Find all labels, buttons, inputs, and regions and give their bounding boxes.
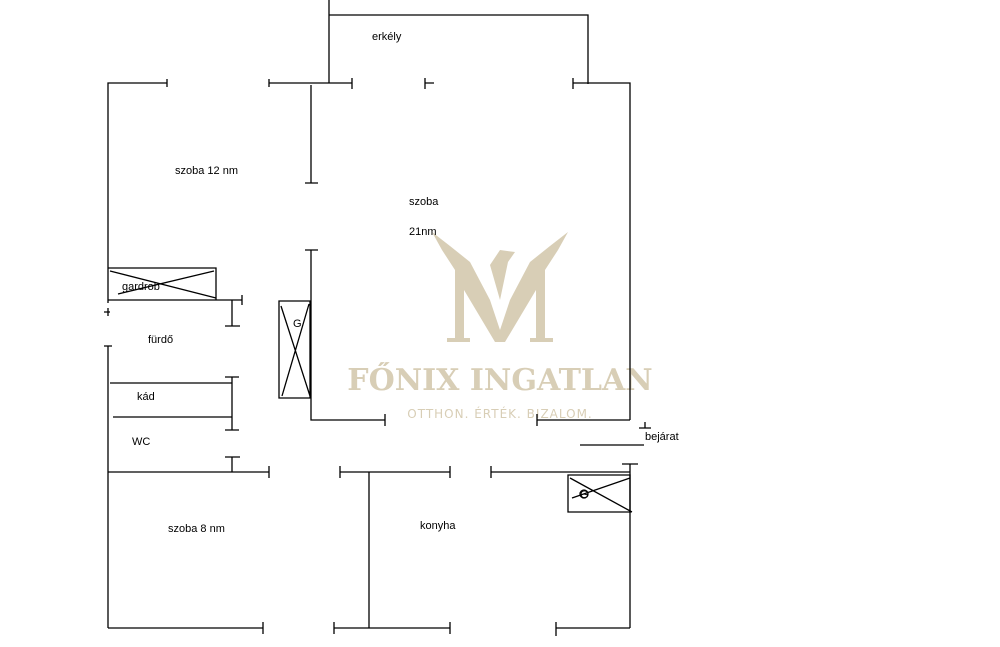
label-wardrobe: gardrob — [122, 281, 160, 293]
label-room-8: szoba 8 nm — [168, 523, 225, 535]
label-balcony: erkély — [372, 31, 402, 43]
watermark-logo-icon — [432, 232, 568, 342]
label-room-21-area: 21nm — [409, 226, 437, 238]
label-entrance: bejárat — [645, 431, 679, 443]
label-room-12: szoba 12 nm — [175, 165, 238, 177]
label-boiler-2: G — [580, 489, 589, 501]
label-bathroom: fürdő — [148, 334, 173, 346]
walls — [104, 0, 651, 636]
label-kitchen: konyha — [420, 520, 456, 532]
label-wc: WC — [132, 436, 150, 448]
watermark-tagline: OTTHON. ÉRTÉK. BIZALOM. — [407, 406, 593, 421]
label-room-21-name: szoba — [409, 196, 439, 208]
watermark-brand: FŐNIX INGATLAN — [347, 362, 652, 398]
label-boiler-1: G — [293, 318, 302, 330]
label-bathtub: kád — [137, 391, 155, 403]
